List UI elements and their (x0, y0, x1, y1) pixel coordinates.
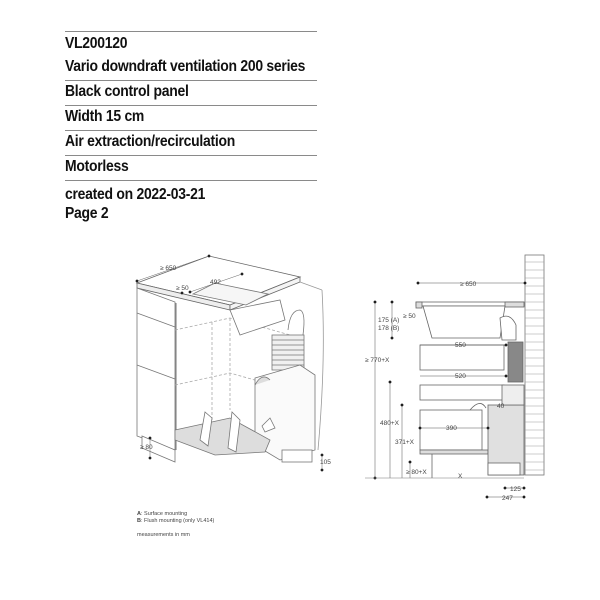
page-number: Page 2 (65, 205, 109, 222)
divider (65, 155, 317, 156)
iso-dim-width: 492 (210, 279, 221, 286)
units-note: measurements in mm (137, 532, 190, 538)
side-section-drawing (415, 254, 545, 478)
iso-dimension-lines (135, 254, 324, 472)
divider (65, 80, 317, 81)
iso-dim-rear: 105 (320, 459, 331, 466)
side-dim-height-b: 178 (B) (378, 325, 399, 332)
iso-dim-edge: ≥ 50 (176, 285, 189, 292)
divider (65, 130, 317, 131)
spec-motor: Motorless (65, 158, 129, 175)
legend-a: A: Surface mounting (137, 511, 188, 517)
brick-wall-pattern (525, 261, 544, 471)
side-dim-plinth: ≥ 80+X (406, 469, 427, 476)
legend-b: B: Flush mounting (only VL414) (137, 518, 215, 524)
side-dim-x: X (458, 473, 463, 480)
iso-dim-depth: ≥ 650 (160, 265, 177, 272)
side-dim-550: 550 (455, 342, 466, 349)
iso-dim-plinth: ≥ 80 (140, 444, 153, 451)
side-dim-total: ≥ 770+X (365, 357, 390, 364)
side-dim-edge: ≥ 50 (403, 313, 416, 320)
side-dim-125: 125 (510, 486, 521, 493)
isometric-drawing (135, 255, 324, 463)
legend: A: Surface mounting B: Flush mounting (o… (137, 511, 214, 539)
side-dim-40: 40 (497, 403, 505, 410)
side-dim-247: 247 (502, 495, 513, 502)
flex-duct (271, 309, 305, 371)
side-dim-depth: ≥ 650 (460, 281, 477, 288)
divider (65, 31, 317, 32)
product-series: Vario downdraft ventilation 200 series (65, 58, 306, 75)
spec-mode: Air extraction/recirculation (65, 133, 235, 150)
divider (65, 105, 317, 106)
spec-width: Width 15 cm (65, 108, 145, 125)
created-date: created on 2022-03-21 (65, 186, 206, 203)
side-dim-480: 480+X (380, 420, 400, 427)
side-dim-height-a: 175 (A) (378, 317, 399, 324)
spec-control-panel: Black control panel (65, 83, 189, 100)
model-number: VL200120 (65, 35, 128, 52)
side-dimension-lines (365, 281, 527, 499)
divider (65, 180, 317, 181)
side-dim-371: 371+X (395, 439, 415, 446)
side-dim-520: 520 (455, 373, 466, 380)
side-dim-390: 390 (446, 425, 457, 432)
